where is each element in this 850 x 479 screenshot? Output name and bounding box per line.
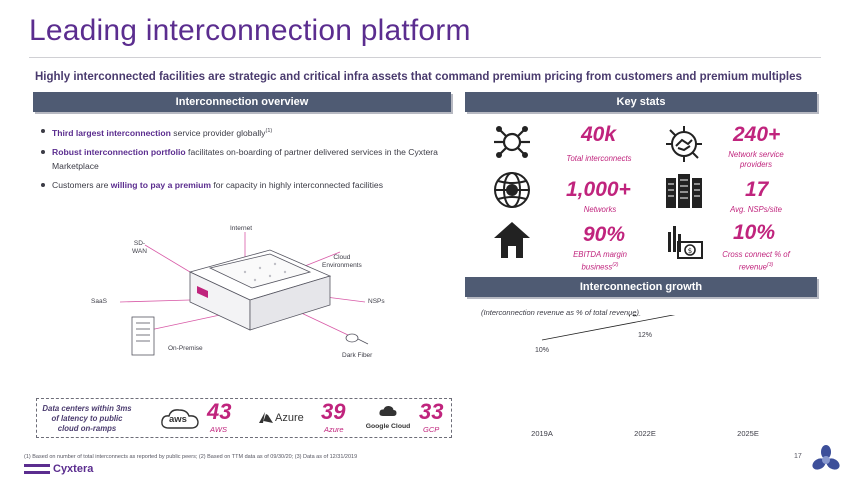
network-hub-icon	[494, 126, 530, 158]
emblem-icon	[812, 445, 840, 470]
label-darkfiber: Dark Fiber	[342, 352, 373, 359]
data-label: 15%	[741, 315, 755, 317]
revenue-chart-icon: $	[668, 226, 703, 259]
stat-value-ebitda: 90%	[583, 223, 626, 246]
page-title: Leading interconnection platform	[29, 14, 471, 47]
stat-value-cross-connect: 10%	[733, 221, 776, 244]
overview-header: Interconnection overview	[33, 92, 451, 112]
x-tick-label: 2025E	[737, 429, 759, 438]
google-cloud-logo: Google Cloud	[359, 404, 417, 430]
latency-box: Data centers within 3ms of latency to pu…	[36, 398, 452, 438]
label-nsps: NSPs	[368, 298, 385, 305]
growth-note: (Interconnection revenue as % of total r…	[481, 308, 640, 317]
gcp-label: GCP	[423, 425, 440, 434]
cyxtera-logo: Cyxtera	[24, 461, 93, 477]
label-onpremise: On-Premise	[168, 345, 203, 352]
cloud-icon	[161, 409, 199, 429]
data-label: 12%	[638, 332, 652, 339]
growth-chart: 2019A 10% 2022E 12% 2025E 15% +500bps	[531, 315, 759, 438]
growth-arrow-label: +500bps	[626, 315, 664, 320]
page-subtitle: Highly interconnected facilities are str…	[35, 71, 802, 83]
stat-value-avg-nsps: 17	[745, 178, 769, 201]
page-number: 17	[794, 453, 802, 460]
stat-label-nsps: Network service providers	[728, 150, 784, 169]
azure-count: 39	[321, 399, 346, 424]
server-racks-icon	[666, 174, 702, 208]
house-arrow-icon	[494, 222, 530, 258]
stat-value-nsps: 240+	[733, 123, 781, 146]
stat-label-ebitda: EBITDA margin business(2)	[573, 250, 627, 272]
svg-text:$: $	[688, 247, 692, 255]
data-label: 10%	[535, 347, 549, 354]
stat-value-interconnects: 40k	[581, 123, 617, 146]
logo-mark-icon	[24, 464, 50, 474]
label-saas: SaaS	[91, 298, 107, 305]
handshake-network-icon	[666, 126, 702, 162]
google-cloud-icon	[379, 405, 397, 416]
datacenter-diagram: Internet SD- WAN Cloud Environments SaaS…	[40, 210, 440, 385]
stat-value-networks: 1,000+	[566, 178, 631, 201]
stat-label-networks: Networks	[583, 205, 617, 214]
aws-logo: aws	[159, 406, 201, 432]
footnote: (1) Based on number of total interconnec…	[24, 454, 358, 460]
overview-bullets: Third largest interconnection service pr…	[40, 124, 450, 197]
bullet-item: Robust interconnection portfolio facilit…	[40, 145, 450, 173]
latency-text: Data centers within 3ms of latency to pu…	[42, 404, 132, 433]
azure-logo: Azure	[259, 412, 304, 424]
stat-label-cross-connect: Cross connect % of revenue(3)	[722, 250, 790, 272]
gcp-count: 33	[419, 399, 444, 424]
bullet-item: Customers are willing to pay a premium f…	[40, 178, 450, 192]
aws-label: AWS	[210, 425, 227, 434]
azure-label: Azure	[324, 425, 344, 434]
stat-label-interconnects: Total interconnects	[566, 154, 632, 163]
label-cloud: Cloud Environments	[322, 254, 362, 269]
x-tick-label: 2019A	[531, 429, 553, 438]
label-internet: Internet	[230, 225, 253, 232]
title-divider	[29, 57, 821, 58]
datacenter-illustration	[119, 232, 369, 356]
key-stats-header: Key stats	[465, 92, 817, 112]
growth-arrow-line	[541, 315, 676, 341]
azure-icon	[259, 412, 273, 423]
aws-count: 43	[207, 399, 232, 424]
label-sdwan: SD- WAN	[132, 240, 147, 255]
stat-label-avg-nsps: Avg. NSPs/site	[730, 205, 782, 214]
growth-header: Interconnection growth	[465, 277, 817, 297]
globe-network-icon	[494, 172, 530, 208]
bullet-item: Third largest interconnection service pr…	[40, 124, 450, 140]
x-tick-label: 2022E	[634, 429, 656, 438]
